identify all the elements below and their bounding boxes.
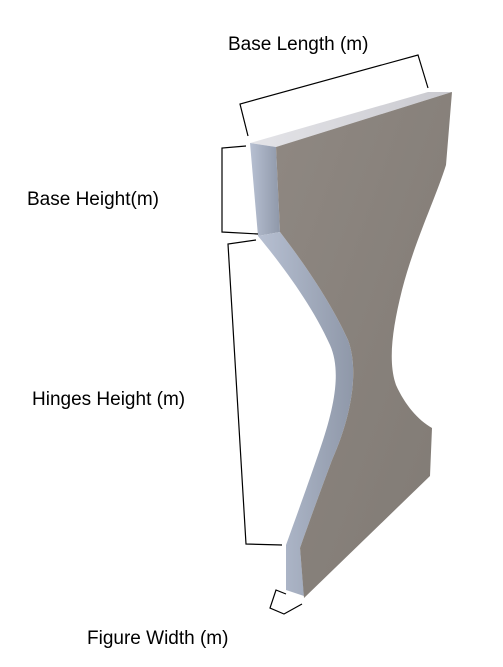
bracket-base-height [221, 145, 259, 235]
figure-width-label: Figure Width (m) [87, 628, 229, 649]
bracket-hinges-height [227, 239, 283, 546]
bracket-base-length [239, 54, 429, 137]
block-left-face-base [250, 143, 280, 236]
hinges-height-label: Hinges Height (m) [32, 389, 186, 410]
base-height-label: Base Height(m) [27, 189, 159, 210]
bracket-figure-width [269, 589, 303, 615]
block-front-face [276, 92, 452, 598]
base-length-label: Base Length (m) [228, 34, 369, 55]
block-left-face-hinge [258, 232, 354, 596]
block-top-face [250, 92, 452, 147]
